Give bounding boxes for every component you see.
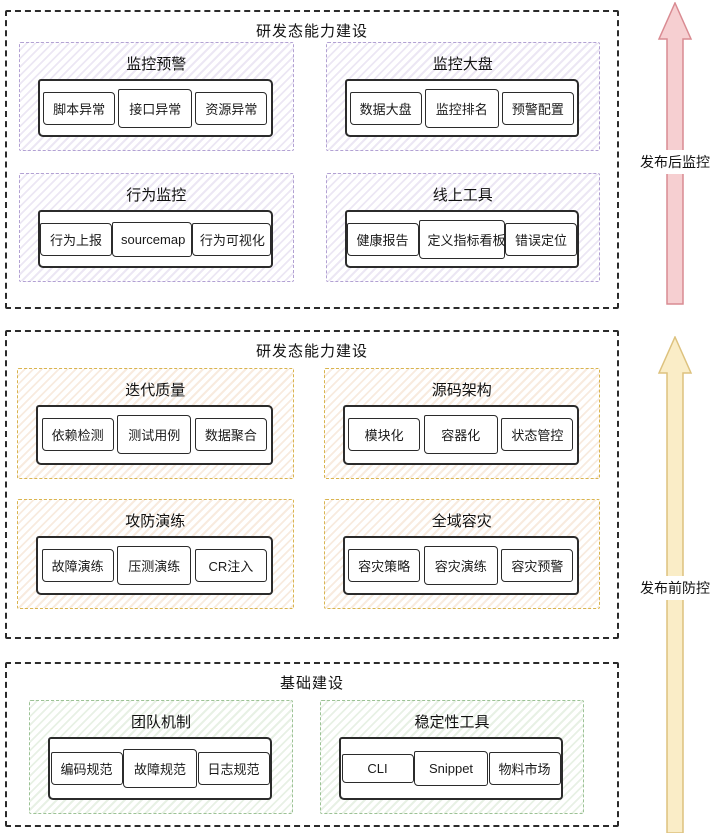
group-title: 行为监控 [126,187,187,204]
group-box: 监控大盘数据大盘监控排名预警配置 [325,42,600,151]
item-box: 行为上报 [40,222,112,256]
item-box: 编码规范 [50,752,123,785]
item-box: 数据大盘 [349,91,422,125]
section-title: 基础建设 [279,675,344,692]
item-box: 容器化 [423,415,498,455]
item-box: 定义指标看板 [418,219,506,259]
group-title: 团队机制 [130,714,191,731]
group-box: 迭代质量依赖检测测试用例数据聚合 [17,368,294,479]
item-box: 物料市场 [488,752,561,785]
item-box: 状态管控 [501,418,574,452]
item-box: Snippet [414,751,488,786]
item-box: 日志规范 [197,752,270,785]
item-box: 压测演练 [117,545,192,585]
group-box: 源码架构模块化容器化状态管控 [323,368,600,479]
arrow-label: 发布后监控 [640,150,710,174]
group-inner-box: 编码规范故障规范日志规范 [48,737,272,800]
group-title: 全域容灾 [431,512,492,530]
group-box: 全域容灾容灾策略容灾演练容灾预警 [323,498,600,609]
group-title: 线上工具 [432,187,493,204]
group-grid: 迭代质量依赖检测测试用例数据聚合源码架构模块化容器化状态管控攻防演练故障演练压测… [17,368,600,609]
item-box: 容灾演练 [423,545,498,585]
group-box: 线上工具健康报告定义指标看板错误定位 [325,173,600,282]
item-box: 错误定位 [505,222,577,256]
group-inner-box: 健康报告定义指标看板错误定位 [344,210,579,268]
section-dev-capability: 研发态能力建设 迭代质量依赖检测测试用例数据聚合源码架构模块化容器化状态管控攻防… [5,330,619,639]
section-title: 研发态能力建设 [255,343,368,360]
item-box: 测试用例 [117,415,192,455]
item-box: 接口异常 [118,88,193,128]
item-box: 监控排名 [424,88,499,128]
group-inner-box: 依赖检测测试用例数据聚合 [36,405,273,465]
item-box: 行为可视化 [191,222,271,256]
group-box: 团队机制编码规范故障规范日志规范 [29,700,293,814]
item-box: 资源异常 [195,91,268,125]
arrow-label: 发布前防控 [640,576,710,600]
group-title: 迭代质量 [125,382,186,399]
group-title: 源码架构 [431,382,492,399]
item-box: 容灾策略 [348,548,421,582]
group-grid: 监控预警脚本异常接口异常资源异常监控大盘数据大盘监控排名预警配置行为监控行为上报… [19,42,600,282]
group-title: 稳定性工具 [414,714,490,731]
item-box: 故障规范 [123,749,197,788]
group-title: 监控预警 [126,56,187,73]
group-inner-box: 容灾策略容灾演练容灾预警 [342,535,579,595]
item-box: 故障演练 [41,548,114,582]
group-box: 监控预警脚本异常接口异常资源异常 [19,42,294,151]
section-title: 研发态能力建设 [255,23,368,40]
group-title: 监控大盘 [432,56,493,73]
arrow-post-release-monitoring: 发布后监控 [640,2,710,305]
item-box: 模块化 [348,418,421,452]
group-inner-box: 数据大盘监控排名预警配置 [344,79,579,137]
item-box: 脚本异常 [43,91,116,125]
item-box: 预警配置 [501,91,574,125]
item-box: CR注入 [194,548,267,582]
item-box: 容灾预警 [501,548,574,582]
group-inner-box: 脚本异常接口异常资源异常 [38,79,273,137]
arrow-pre-release-prevention: 发布前防控 [640,336,710,833]
item-box: sourcemap [112,221,192,257]
item-box: 依赖检测 [41,418,114,452]
group-title: 攻防演练 [125,512,186,530]
group-inner-box: 模块化容器化状态管控 [342,405,579,465]
section-runtime-capability: 研发态能力建设 监控预警脚本异常接口异常资源异常监控大盘数据大盘监控排名预警配置… [5,10,619,309]
item-box: 健康报告 [346,222,419,256]
item-box: CLI [341,754,414,783]
item-box: 数据聚合 [194,418,267,452]
